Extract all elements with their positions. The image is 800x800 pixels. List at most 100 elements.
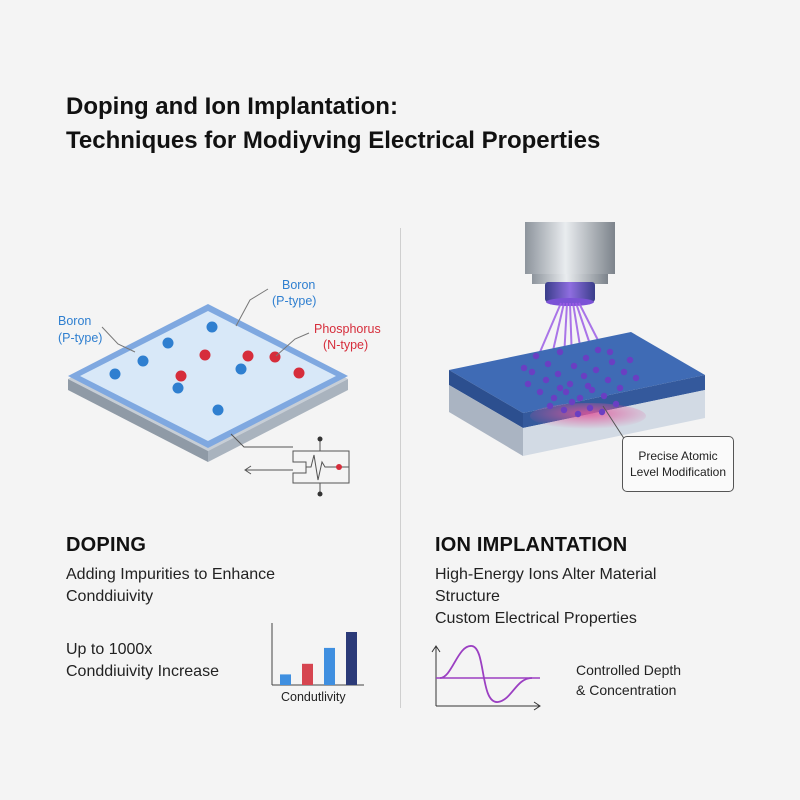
ion-particle [542, 376, 550, 384]
implant-region [530, 403, 646, 429]
phosphorus-name: Phosphorus [314, 322, 381, 336]
phosphorus-atom [199, 349, 211, 361]
phosphorus-atom [175, 370, 187, 382]
boron-atom [235, 363, 247, 375]
phosphorus-atom [293, 367, 305, 379]
ion-particle [616, 384, 624, 392]
boron-left-name: Boron [58, 314, 91, 328]
ion-particle [550, 394, 558, 402]
wafer-right-side [208, 379, 348, 462]
wave-plot-x-arrow [533, 701, 541, 711]
ion-particle [556, 384, 564, 392]
wafer-left-side [68, 379, 208, 462]
wafer-surface [80, 311, 336, 441]
title-line-1: Doping and Ion Implantation: [66, 93, 398, 120]
mini-chart-bars [280, 632, 357, 685]
mini-chart-xlabel: Condutlivity [281, 690, 346, 704]
center-divider [400, 228, 401, 708]
ion-particle [594, 346, 602, 354]
ion-particle [586, 404, 594, 412]
circuit-right-wire [320, 450, 350, 468]
ion-description-line-2: Structure [435, 588, 500, 605]
boron-atom [162, 337, 174, 349]
ion-implanter [525, 222, 615, 306]
ion-particle [574, 410, 582, 418]
circuit-node-red [336, 464, 342, 470]
callout-line-1: Precise Atomic [638, 449, 718, 463]
mini-chart-bar [324, 647, 335, 685]
phosphorus-atom [242, 350, 254, 362]
wave-plot-curve [439, 645, 533, 703]
circuit-right-wire-lower [320, 467, 350, 484]
boron-atom [137, 355, 149, 367]
conductivity-mini-chart [271, 623, 364, 686]
doping-stat: Up to 1000x Conddiuivity Increase [66, 639, 219, 683]
ion-particle [608, 358, 616, 366]
ion-particle [612, 400, 620, 408]
ion-particle [588, 386, 596, 394]
ion-particle [570, 362, 578, 370]
ion-particle [620, 368, 628, 376]
title-line-2: Techniques for Modiyving Electrical Prop… [66, 127, 601, 154]
ion-particle [598, 408, 606, 416]
mini-chart-bar [302, 663, 313, 685]
ion-particle [600, 392, 608, 400]
implanted-ions [520, 346, 640, 418]
doping-heading: DOPING [66, 534, 147, 556]
ion-description-line-3: Custom Electrical Properties [435, 610, 637, 627]
ion-particle [554, 370, 562, 378]
boron-atom [206, 321, 218, 333]
ion-particle [562, 388, 570, 396]
doping-description: Adding Impurities to Enhance Conddiuivit… [66, 564, 275, 608]
mini-chart-bar [280, 674, 291, 685]
doping-description-line-2: Conddiuivity [66, 588, 154, 605]
leader-line-phosphorus [275, 332, 310, 357]
doping-stat-line-2: Conddiuivity Increase [66, 663, 219, 680]
boron-left-type: (P-type) [58, 331, 102, 345]
phosphorus-type: (N-type) [323, 338, 368, 352]
mini-chart-bar [346, 632, 357, 685]
ion-particle [520, 364, 528, 372]
ion-description-line-1: High-Energy Ions Alter Material [435, 566, 657, 583]
circuit-schematic [230, 433, 350, 494]
ion-particle [556, 348, 564, 356]
ion-particle [584, 382, 592, 390]
ion-particle [580, 372, 588, 380]
ion-implantation-description: High-Energy Ions Alter Material Structur… [435, 564, 656, 630]
callout-leader-line [602, 405, 626, 441]
leader-line-boron-left [101, 326, 136, 353]
boron-atom [212, 404, 224, 416]
implant-wafer-top-left [449, 370, 523, 428]
circuit-wire-top [230, 433, 293, 448]
ion-particle [592, 366, 600, 374]
ion-implantation-heading: ION IMPLANTATION [435, 534, 628, 556]
callout-line-2: Level Modification [629, 465, 727, 479]
depth-label-line-2: & Concentration [576, 682, 677, 698]
ion-particle [582, 354, 590, 362]
implanter-nozzle-step [532, 274, 608, 284]
implanter-nozzle-glow [546, 298, 594, 306]
circuit-node [317, 436, 323, 442]
circuit-node [317, 491, 323, 497]
doping-description-line-1: Adding Impurities to Enhance [66, 566, 276, 583]
wave-plot-y-arrow [431, 645, 441, 653]
depth-profile-plot [431, 645, 541, 711]
boron-atom [109, 368, 121, 380]
ion-particle [626, 356, 634, 364]
page-title: Doping and Ion Implantation: Techniques … [66, 90, 600, 158]
precision-callout: Precise Atomic Level Modification [622, 436, 734, 492]
circuit-pulse [306, 454, 340, 481]
boron-top-type: (P-type) [272, 294, 316, 308]
leader-line-boron-top [235, 288, 269, 327]
ion-particle [576, 394, 584, 402]
ion-particle [604, 376, 612, 384]
implanter-nozzle-body [525, 222, 615, 274]
ion-particle [528, 368, 536, 376]
depth-label-line-1: Controlled Depth [576, 662, 682, 678]
implanter-nozzle-tip [545, 282, 595, 302]
doping-stat-line-1: Up to 1000x [66, 641, 153, 658]
dopant-atoms [109, 321, 305, 416]
ion-particle [560, 406, 568, 414]
ion-particle [536, 388, 544, 396]
